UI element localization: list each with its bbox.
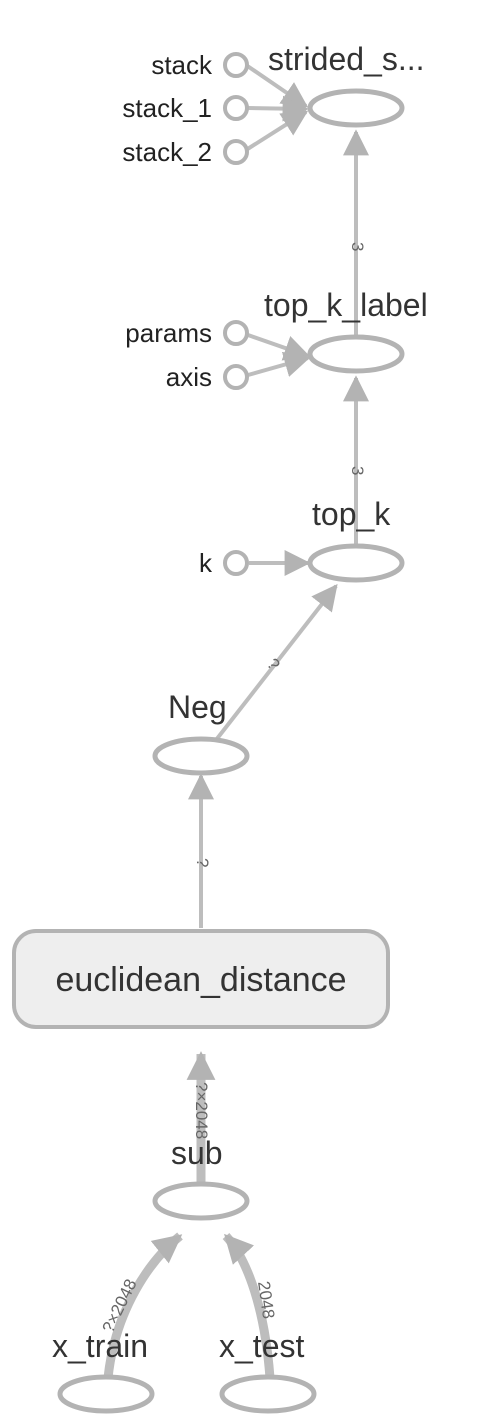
- node-top-k[interactable]: [307, 543, 405, 583]
- node-top-k-label-text: top_k: [312, 496, 391, 532]
- edge-label-neg-topk: ?: [263, 655, 284, 674]
- node-x-test[interactable]: [219, 1374, 317, 1414]
- node-neg-label: Neg: [168, 689, 227, 725]
- node-strided-slice-label: strided_s...: [268, 41, 425, 77]
- node-top-k-label[interactable]: [307, 334, 405, 374]
- edge-label-euclid-neg: ?: [193, 858, 212, 867]
- input-stack2-label: stack_2: [122, 137, 212, 167]
- node-sub[interactable]: [152, 1181, 250, 1221]
- node-x-test-label: x_test: [219, 1328, 304, 1364]
- edge-xtest-sub[interactable]: [222, 1232, 275, 1379]
- input-stack-label: stack: [151, 50, 213, 80]
- input-axis-label: axis: [166, 362, 212, 392]
- input-stack2-node[interactable]: [223, 139, 249, 165]
- input-stack1-label: stack_1: [122, 93, 212, 123]
- input-params-label: params: [125, 318, 212, 348]
- input-axis-node[interactable]: [223, 364, 249, 390]
- input-k-node[interactable]: [223, 550, 249, 576]
- node-x-train-label: x_train: [52, 1328, 148, 1364]
- node-top-k-label-label: top_k_label: [264, 287, 428, 323]
- edge-label-xtrain-sub: ?×2048: [99, 1276, 141, 1336]
- input-stack-node[interactable]: [223, 52, 249, 78]
- input-params-node[interactable]: [223, 320, 249, 346]
- edge-neg-topk[interactable]: [214, 583, 338, 742]
- edge-stack2-strided[interactable]: [244, 110, 309, 152]
- edge-label-sub-euclid: ?×2048: [192, 1082, 211, 1139]
- edge-stack1-strided[interactable]: [247, 95, 309, 122]
- edge-xtrain-sub[interactable]: [103, 1232, 183, 1379]
- input-k-label: k: [199, 548, 213, 578]
- node-neg[interactable]: [152, 736, 250, 776]
- node-sub-label: sub: [171, 1135, 223, 1171]
- edge-label-topk-topk-label: 3: [348, 466, 367, 475]
- node-strided-slice[interactable]: [307, 88, 405, 128]
- edge-label-topk-label-strided: 3: [348, 242, 367, 251]
- node-x-train[interactable]: [57, 1374, 155, 1414]
- edge-axis-topk-label[interactable]: [247, 351, 311, 377]
- input-stack1-node[interactable]: [223, 95, 249, 121]
- edge-params-topk-label[interactable]: [247, 333, 311, 361]
- node-euclidean-distance[interactable]: [12, 929, 390, 1029]
- node-euclidean-distance-label: euclidean_distance: [55, 961, 346, 999]
